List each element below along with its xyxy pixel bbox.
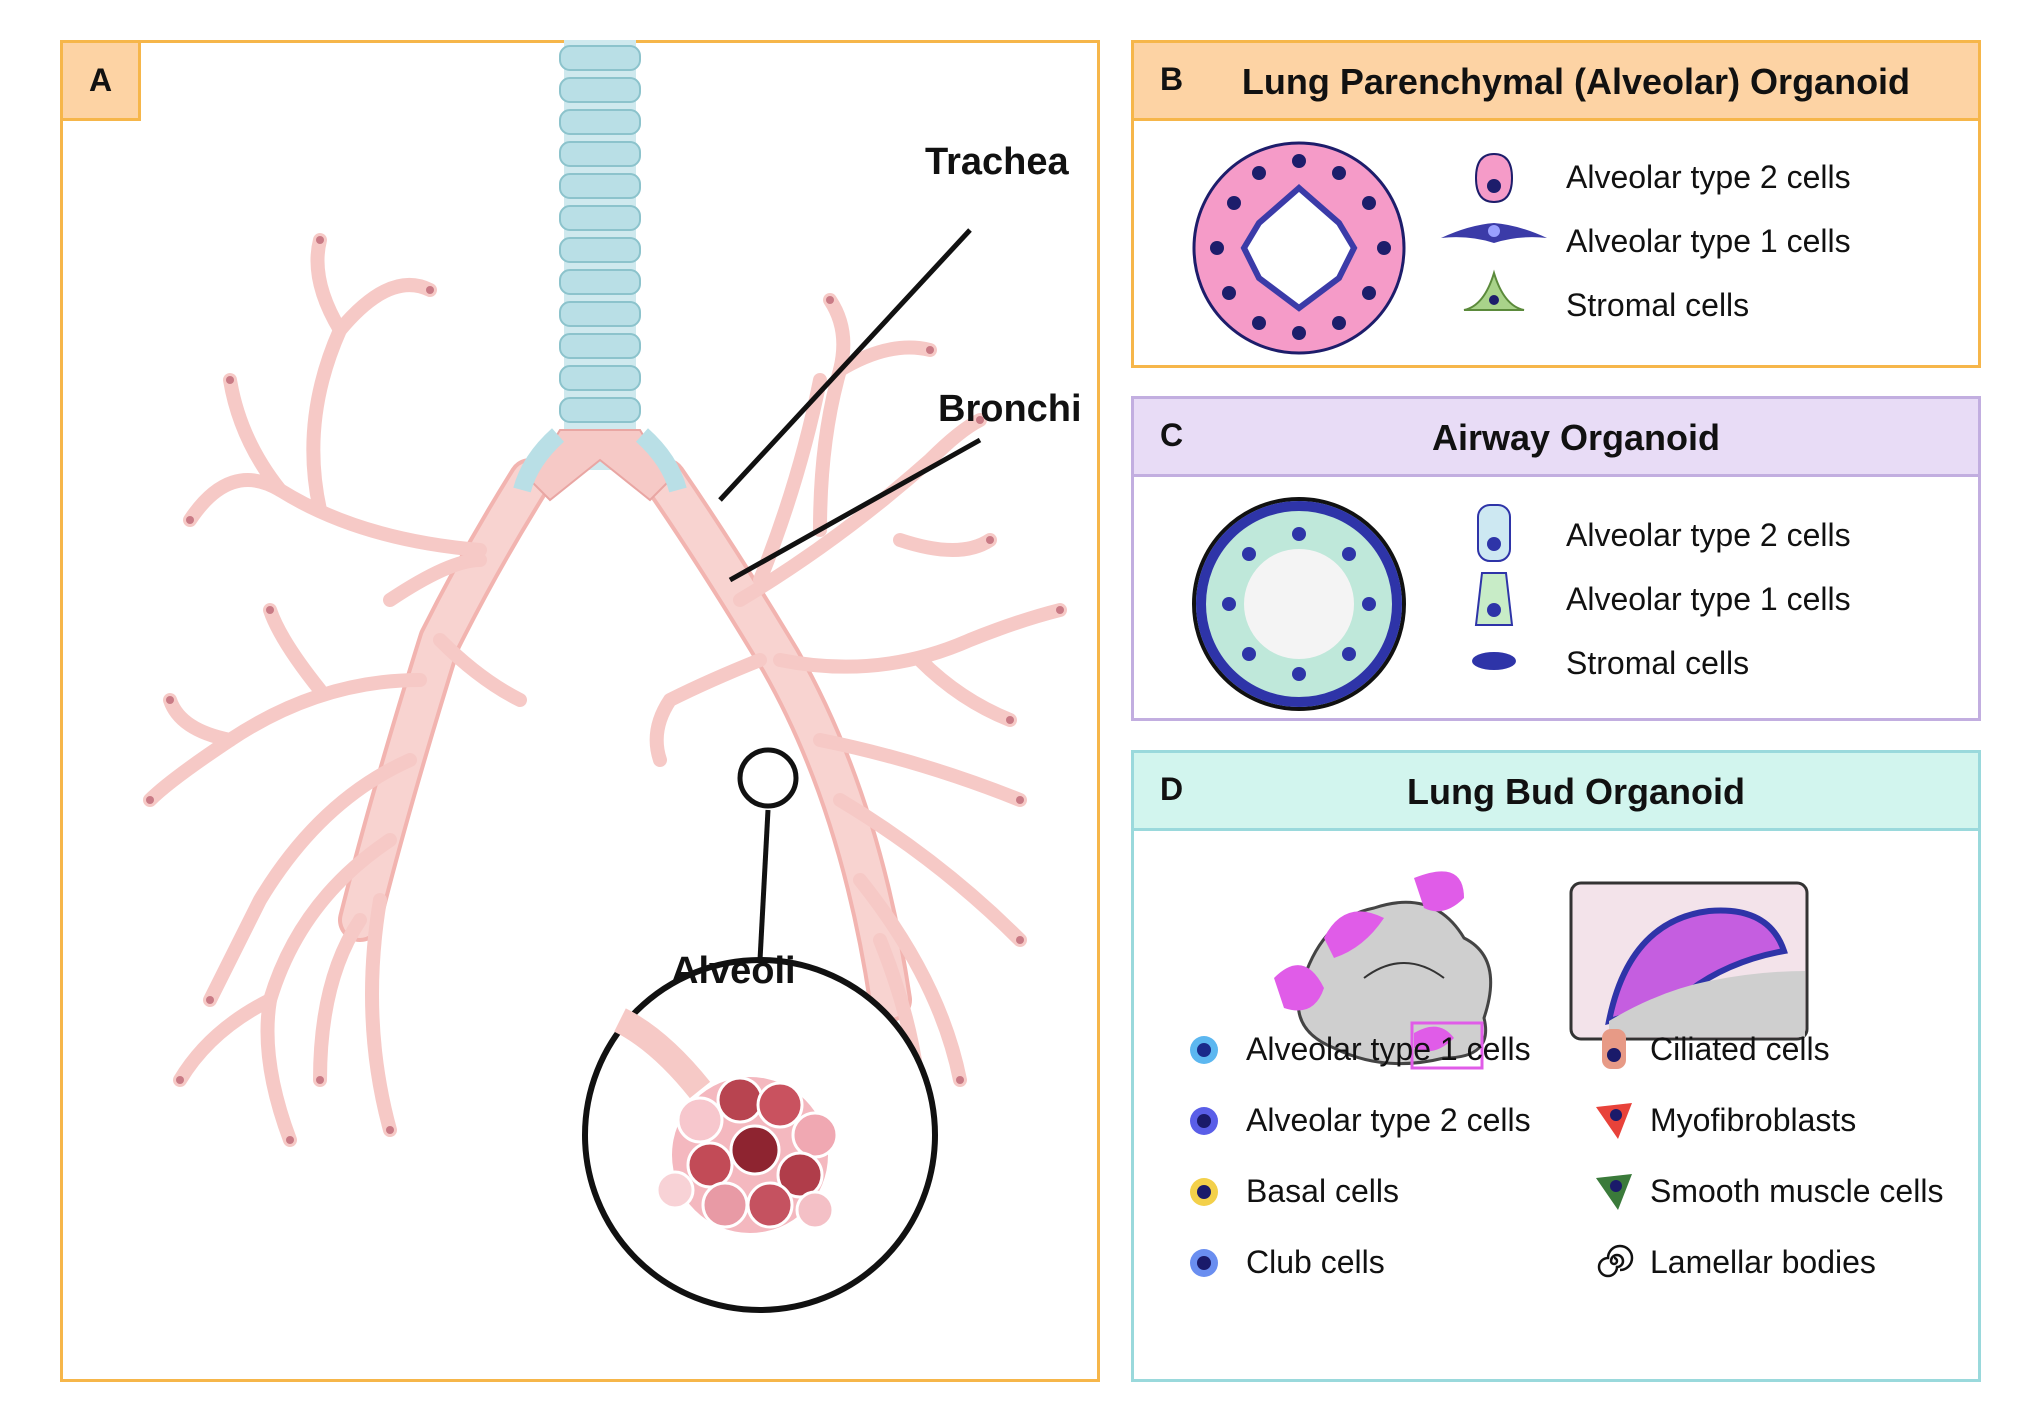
legend-b-at1-icon: [1441, 223, 1547, 243]
legend-d-at2-label: Alveolar type 2 cells: [1246, 1102, 1531, 1138]
right-bronchial-branches: [649, 293, 1067, 1127]
legend-c-stromal-icon: [1472, 652, 1516, 670]
panel-d-lung-bud-organoid: D Lung Bud Organoid Alveolar ty: [1131, 750, 1981, 1382]
legend-d-at2-icon: [1190, 1107, 1218, 1135]
legend-b-at2-icon: [1474, 152, 1514, 204]
legend-c-at2-label: Alveolar type 2 cells: [1566, 517, 1851, 553]
panel-c-letter: C: [1160, 417, 1184, 453]
panel-b-title-bar: B Lung Parenchymal (Alveolar) Organoid: [1134, 43, 1978, 121]
alveolar-organoid-illustration: [1192, 141, 1406, 355]
panel-c-title: Airway Organoid: [1431, 417, 1721, 458]
legend-d-ciliated-icon: [1602, 1029, 1626, 1069]
panel-d-title: Lung Bud Organoid: [1407, 771, 1745, 812]
legend-b-stromal-icon: [1463, 269, 1525, 311]
panel-d-title-bar: D Lung Bud Organoid: [1134, 753, 1978, 831]
legend-d-smooth-muscle-label: Smooth muscle cells: [1650, 1173, 1944, 1209]
left-bronchial-branches: [143, 233, 527, 1147]
lung-bud-organoid-illustration: [1274, 871, 1493, 1070]
panel-d-letter: D: [1160, 771, 1184, 807]
panel-a-lung-anatomy: A: [60, 40, 1100, 1382]
legend-c-at1-label: Alveolar type 1 cells: [1566, 581, 1851, 617]
legend-b-at2-label: Alveolar type 2 cells: [1566, 159, 1851, 195]
panel-c-title-bar: C Airway Organoid: [1134, 399, 1978, 477]
legend-d-lamellar-icon: [1597, 1244, 1634, 1278]
airway-organoid-illustration: [1192, 497, 1406, 711]
legend-d-basal-label: Basal cells: [1246, 1173, 1399, 1209]
alveoli-label: Alveoli: [671, 950, 796, 992]
legend-d-club-icon: [1190, 1249, 1218, 1277]
legend-d-lamellar-label: Lamellar bodies: [1650, 1244, 1876, 1280]
legend-d-myofibroblast-label: Myofibroblasts: [1650, 1102, 1857, 1138]
legend-b-stromal-label: Stromal cells: [1566, 287, 1750, 323]
legend-d-at1-label: Alveolar type 1 cells: [1246, 1031, 1531, 1067]
legend-c-stromal-label: Stromal cells: [1566, 645, 1750, 681]
airway-tree-illustration: [143, 40, 1067, 1313]
trachea-label: Trachea: [925, 141, 1069, 183]
panel-a-letter: A: [63, 43, 141, 121]
legend-d-basal-icon: [1190, 1178, 1218, 1206]
alveoli-magnified: [582, 957, 938, 1313]
alveoli-zoom-marker: [737, 747, 799, 809]
trachea-rings: [513, 40, 687, 502]
lung-bud-zoom-inset: [1569, 881, 1809, 1041]
legend-b-at1-label: Alveolar type 1 cells: [1566, 223, 1851, 259]
legend-d-ciliated-label: Ciliated cells: [1650, 1031, 1830, 1067]
branch-tips: [146, 236, 1064, 1144]
legend-c-at1-icon: [1474, 572, 1514, 626]
legend-d-myofibroblast-icon: [1596, 1103, 1632, 1139]
legend-d-smooth-muscle-icon: [1596, 1174, 1632, 1210]
panel-b-letter: B: [1160, 61, 1184, 97]
legend-d-at1-icon: [1190, 1036, 1218, 1064]
panel-b-title: Lung Parenchymal (Alveolar) Organoid: [1241, 61, 1911, 102]
organoid-b-nuclei: [1210, 154, 1391, 340]
label-pointer-lines: [718, 228, 982, 961]
legend-c-at2-icon: [1477, 504, 1511, 562]
bronchi-label: Bronchi: [938, 388, 1082, 430]
panel-b-alveolar-organoid: B Lung Parenchymal (Alveolar) Organoid A…: [1131, 40, 1981, 368]
organoid-c-nuclei: [1222, 527, 1376, 681]
legend-d-club-label: Club cells: [1246, 1244, 1385, 1280]
panel-c-airway-organoid: C Airway Organoid Alveolar type 2 cells …: [1131, 396, 1981, 721]
